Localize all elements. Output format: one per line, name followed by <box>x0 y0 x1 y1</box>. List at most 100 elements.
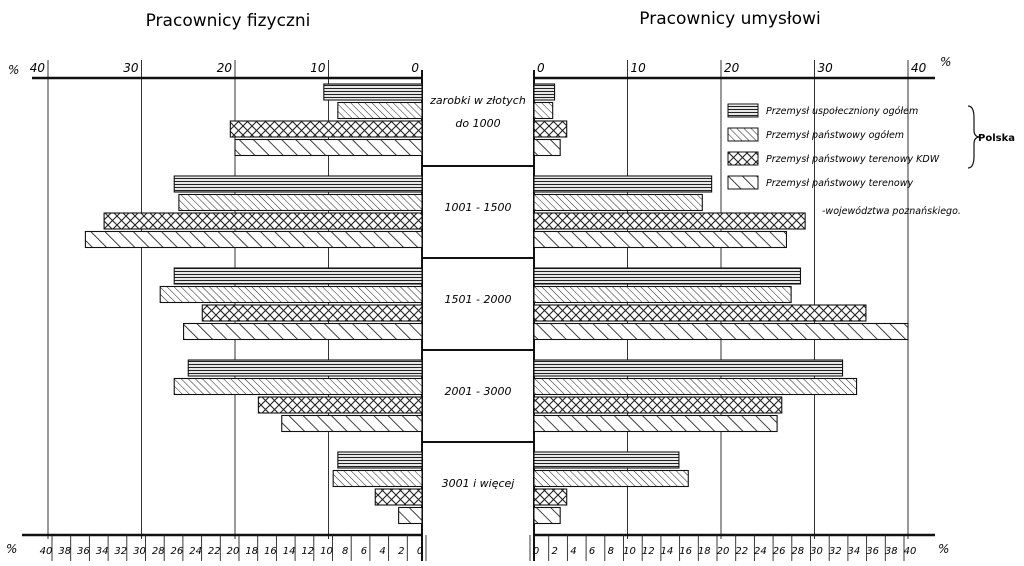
bar-right <box>533 304 867 322</box>
bottom-right-unit: % <box>938 542 949 556</box>
bottom-tick-label-right: 0 <box>533 546 539 557</box>
bottom-tick-label-right: 18 <box>698 546 711 557</box>
category-label: 1001 - 1500 <box>445 201 512 214</box>
top-left-unit: % <box>8 63 19 77</box>
bottom-tick-label-left: 24 <box>189 546 202 557</box>
bar-left <box>173 175 423 193</box>
bottom-tick-label-left: 14 <box>283 546 296 557</box>
bar-left <box>187 359 423 377</box>
bottom-tick-label-right: 24 <box>754 546 767 557</box>
category-label: 1501 - 2000 <box>445 293 512 306</box>
bar-left <box>398 506 423 525</box>
bottom-tick-label-left: 10 <box>320 546 333 557</box>
bottom-tick-label-left: 20 <box>227 546 240 557</box>
bar-left <box>374 488 423 506</box>
category-label: 3001 i więcej <box>442 477 516 490</box>
top-tick-left: 30 <box>123 61 139 75</box>
bar-right <box>533 377 858 396</box>
bar-right <box>533 506 561 525</box>
left-panel-title: Pracownicy fizyczni <box>146 11 311 31</box>
bar-right <box>533 396 783 414</box>
top-tick-left: 0 <box>411 61 419 75</box>
bottom-tick-label-right: 32 <box>829 546 842 557</box>
bar-left <box>173 377 423 396</box>
bottom-tick-label-right: 34 <box>848 546 861 557</box>
bottom-tick-label-right: 12 <box>642 546 655 557</box>
category-label: 2001 - 3000 <box>445 385 512 398</box>
bottom-tick-label-right: 28 <box>791 546 804 557</box>
top-tick-left: 20 <box>217 61 233 75</box>
bar-right <box>533 83 556 101</box>
bar-left <box>234 138 423 157</box>
bar-left <box>178 193 423 212</box>
bar-right <box>533 138 561 157</box>
legend-label: Przemysł uspołeczniony ogółem <box>766 106 918 117</box>
bottom-tick-label-right: 2 <box>552 546 558 557</box>
bottom-tick-label-left: 0 <box>417 546 423 557</box>
bar-left <box>229 120 423 138</box>
bottom-tick-label-left: 16 <box>264 546 277 557</box>
bottom-tick-label-right: 14 <box>661 546 674 557</box>
bottom-tick-label-right: 26 <box>773 546 786 557</box>
category-label: do 1000 <box>455 117 500 130</box>
legend-group-label: Polska <box>978 133 1015 144</box>
bar-right <box>533 120 568 138</box>
bottom-tick-label-left: 34 <box>96 546 109 557</box>
bar-left <box>173 267 423 285</box>
bar-left <box>337 101 423 120</box>
bar-right <box>533 469 689 488</box>
legend-swatch <box>727 151 759 166</box>
bar-right <box>533 451 680 469</box>
bar-right <box>533 230 787 249</box>
bar-right <box>533 322 909 341</box>
bottom-tick-label-left: 12 <box>301 546 314 557</box>
top-tick-left: 10 <box>310 61 326 75</box>
bar-left <box>103 212 423 230</box>
legend-brace <box>967 105 981 169</box>
category-header: zarobki w złotych <box>429 94 526 107</box>
bottom-tick-label-left: 4 <box>379 546 385 557</box>
top-tick-right: 40 <box>911 61 927 75</box>
bar-left <box>257 396 423 414</box>
bottom-tick-label-left: 36 <box>77 546 90 557</box>
legend-label: Przemysł państwowy terenowy KDW <box>766 154 940 165</box>
bar-left <box>337 451 423 469</box>
right-panel-title: Pracownicy umysłowi <box>639 9 820 29</box>
bottom-tick-label-left: 8 <box>342 546 348 557</box>
bar-left <box>84 230 423 249</box>
bar-right <box>533 488 568 506</box>
bar-left <box>183 322 423 341</box>
bottom-tick-label-left: 38 <box>58 546 71 557</box>
legend-note: -województwa poznańskiego. <box>822 206 961 217</box>
bottom-tick-label-right: 22 <box>735 546 748 557</box>
top-tick-left: 40 <box>30 61 46 75</box>
bar-right <box>533 285 792 304</box>
bottom-tick-label-right: 30 <box>810 546 823 557</box>
bottom-tick-label-right: 20 <box>717 546 730 557</box>
top-tick-right: 20 <box>724 61 740 75</box>
bar-left <box>332 469 423 488</box>
bar-right <box>533 193 703 212</box>
bottom-tick-label-left: 30 <box>133 546 146 557</box>
category-column: zarobki w złotych do 1000 1001 - 1500 1501 … <box>429 94 526 490</box>
legend-label: Przemysł państwowy ogółem <box>766 130 904 141</box>
bar-right <box>533 175 713 193</box>
legend-swatch <box>727 175 759 190</box>
bottom-tick-label-left: 40 <box>40 546 53 557</box>
bar-left <box>201 304 423 322</box>
bottom-tick-label-left: 32 <box>114 546 127 557</box>
bar-right <box>533 267 802 285</box>
top-right-unit: % <box>940 55 951 69</box>
bar-right <box>533 359 844 377</box>
top-tick-right: 10 <box>631 61 647 75</box>
bottom-tick-label-right: 8 <box>608 546 614 557</box>
bar-right <box>533 101 554 120</box>
bottom-tick-label-right: 38 <box>885 546 898 557</box>
bottom-tick-label-left: 2 <box>398 546 404 557</box>
bars <box>84 83 909 525</box>
bottom-tick-label-left: 28 <box>152 546 165 557</box>
bottom-tick-label-left: 6 <box>361 546 367 557</box>
